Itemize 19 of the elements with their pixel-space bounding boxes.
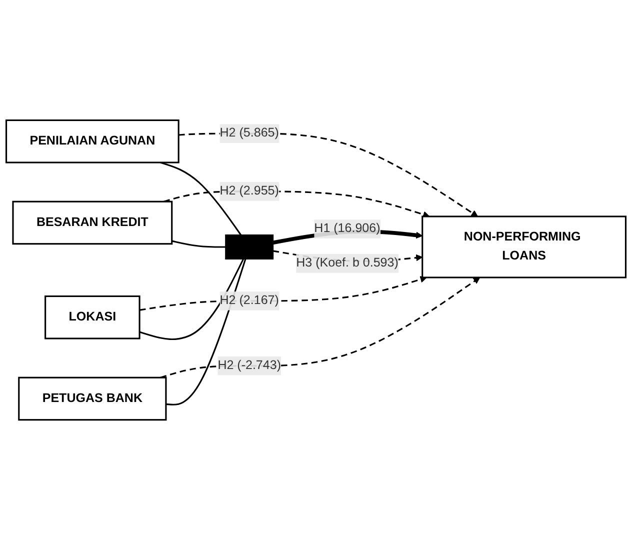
arrow <box>139 276 427 311</box>
node-box: BESARAN KREDIT <box>12 200 173 245</box>
edge-label: H2 (-2.743) <box>218 358 281 372</box>
edge-label: H2 (5.865) <box>220 126 279 140</box>
node-box: NON-PERFORMING LOANS <box>422 216 627 278</box>
arrow <box>178 132 478 217</box>
edge-label: H2 (2.955) <box>220 184 279 198</box>
edge-label: H1 (16.906) <box>314 222 380 236</box>
connector <box>166 258 246 406</box>
node-box: PENILAIAN AGUNAN <box>5 119 180 164</box>
edge-label: H3 (Koef. b 0.593) <box>296 256 398 270</box>
node-box: LOKASI <box>44 295 140 340</box>
node-box: PETUGAS BANK <box>18 376 167 421</box>
connector <box>139 258 244 340</box>
connector <box>172 240 226 248</box>
node-bar <box>225 234 274 260</box>
edge-label: H2 (2.167) <box>220 294 279 308</box>
connector <box>160 162 242 236</box>
arrow <box>160 277 480 378</box>
